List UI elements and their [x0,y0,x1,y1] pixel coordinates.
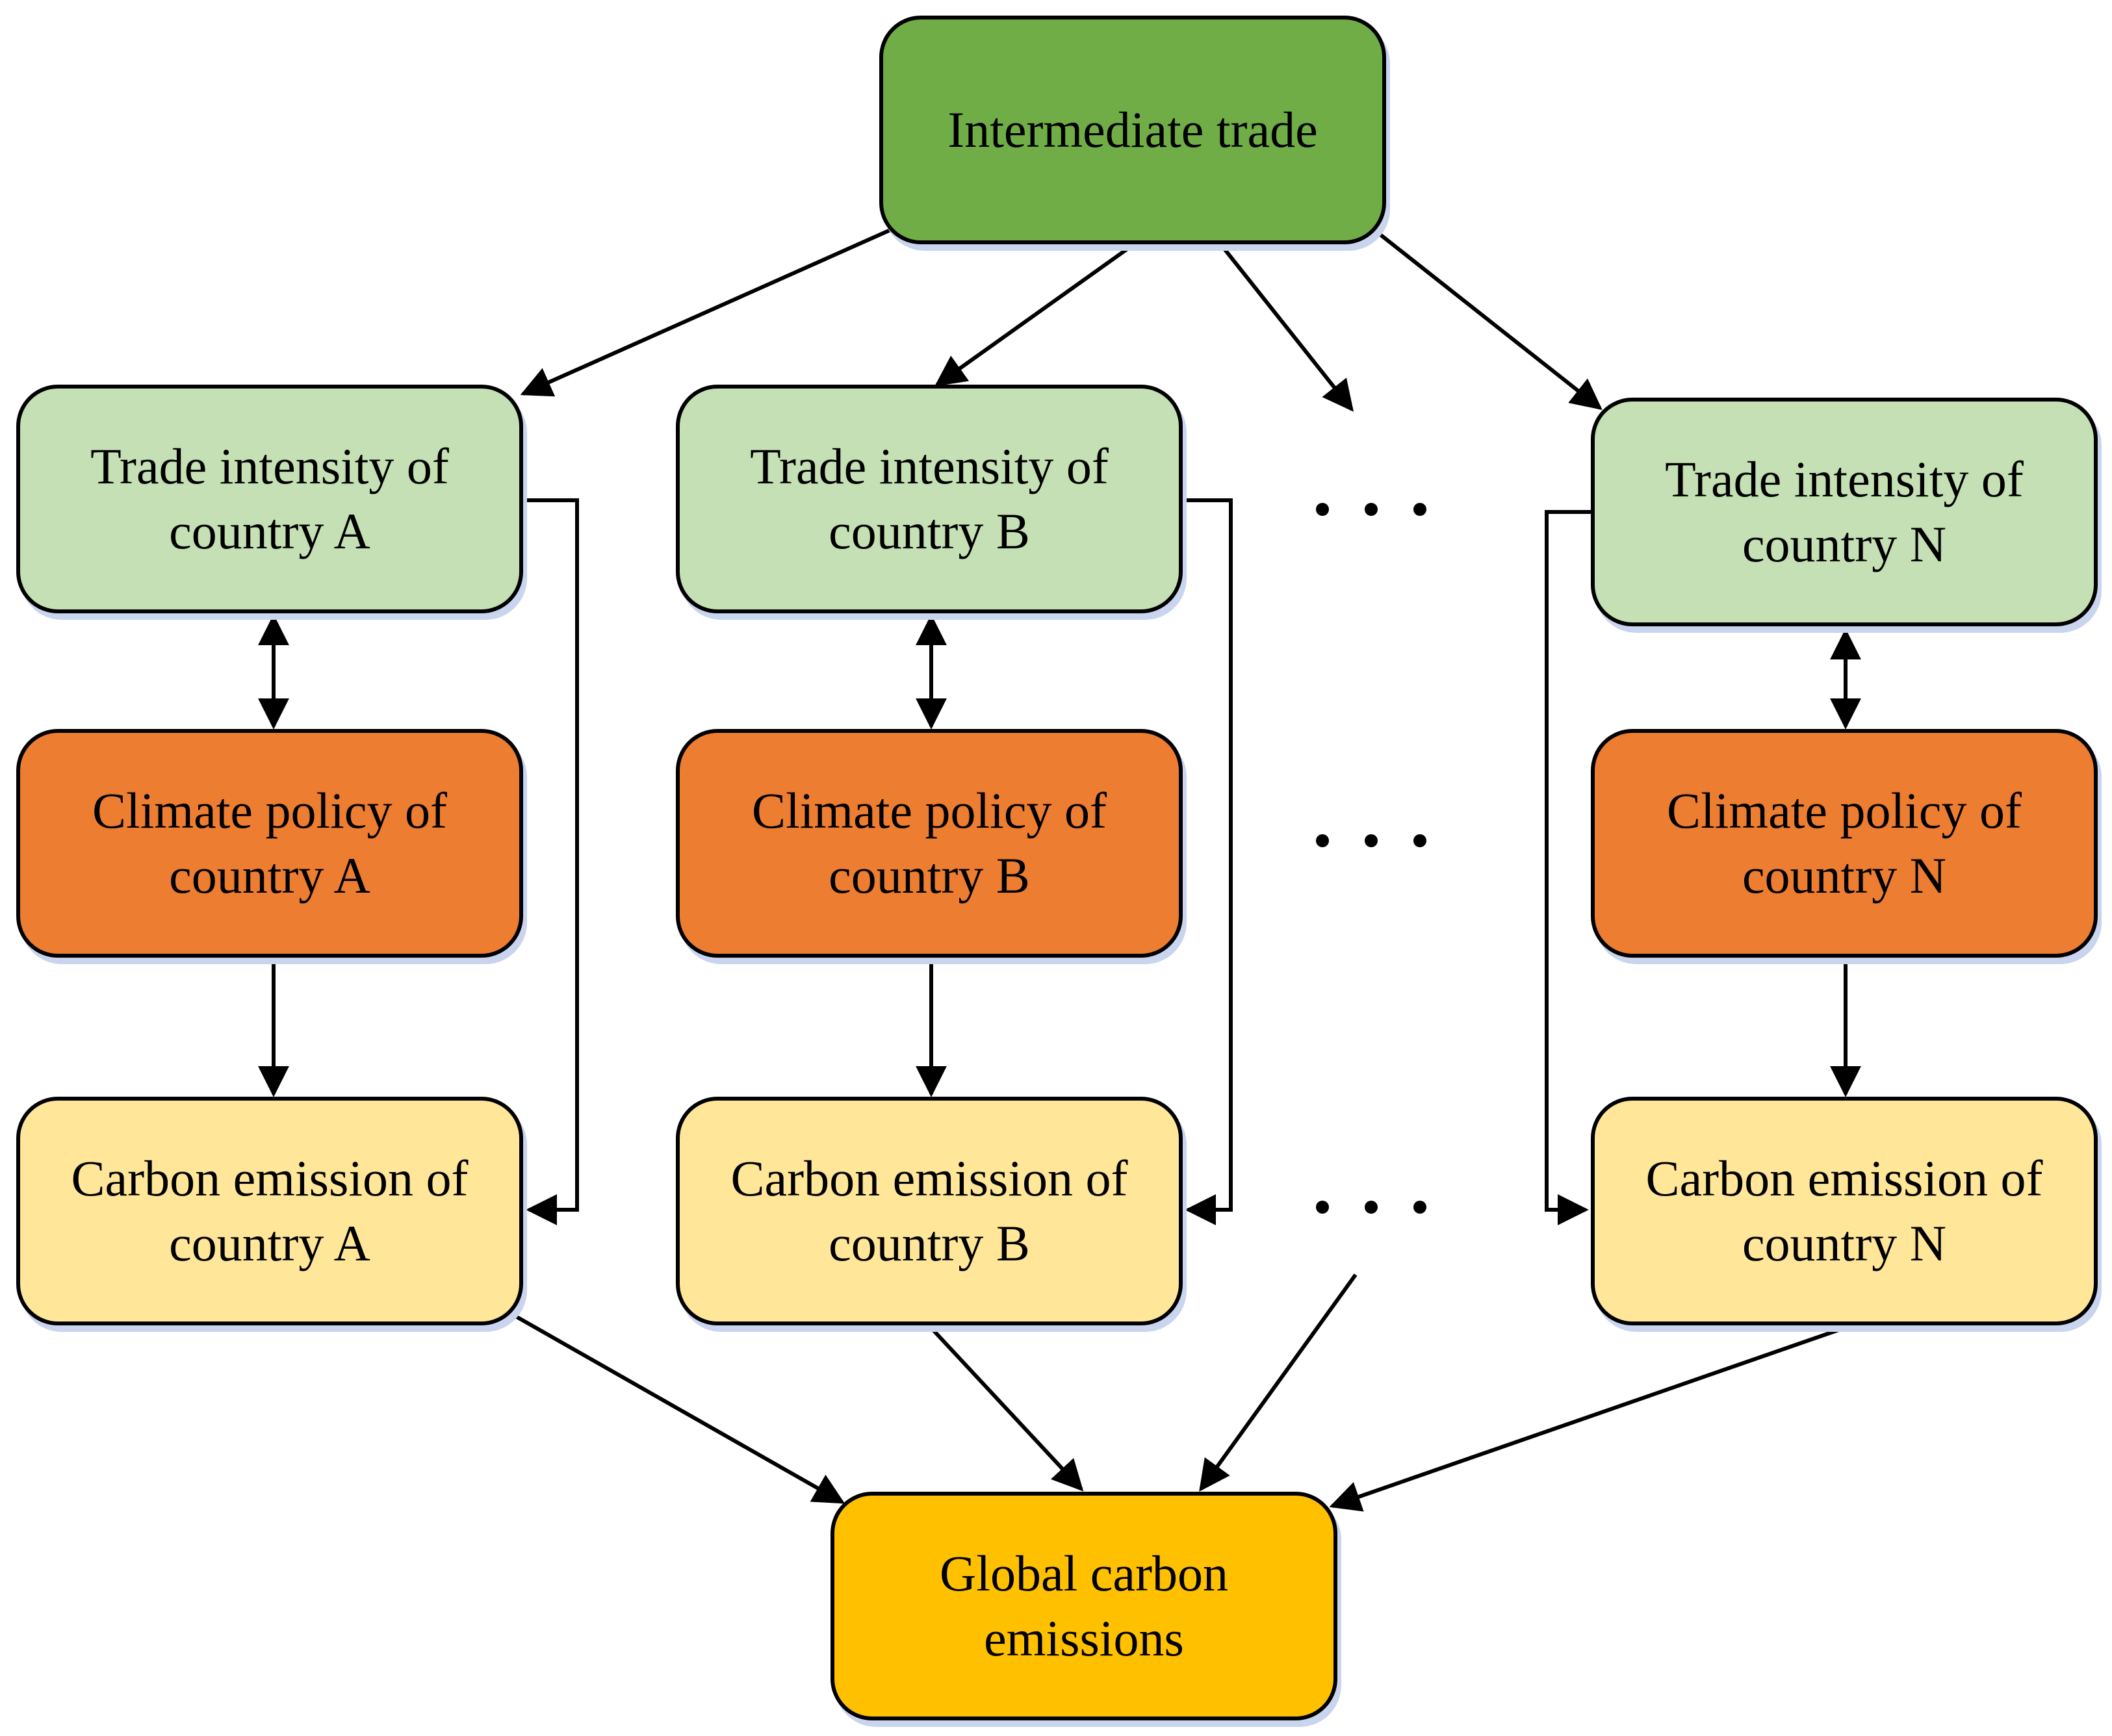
node-label: Intermediate trade [947,101,1318,158]
node-carbon-emission-a: Carbon emission of country A [16,1097,523,1325]
ellipsis-row-trade [1316,503,1426,516]
arrow-intermediate-to-ellipsis [1220,244,1354,412]
node-climate-policy-n: Climate policy of country N [1591,729,2098,958]
connector-trade-n-emission-n [1545,510,1591,1225]
ellipsis-dot [1413,1201,1426,1214]
ellipsis-dot [1413,503,1426,516]
arrow-emission-a-global [512,1313,845,1504]
node-label: Climate policy of country A [92,782,447,904]
node-label: Climate policy of country B [752,782,1107,904]
node-label: Carbon emission of country B [730,1150,1128,1271]
node-label: Carbon emission of country A [71,1150,469,1271]
arrow-intermediate-to-trade-a [520,228,892,397]
node-climate-policy-a: Climate policy of country A [16,729,523,958]
arrow-intermediate-to-trade-b [934,244,1133,387]
ellipsis-row-policy [1316,834,1426,847]
arrow-ellipsis-global [1199,1273,1358,1492]
node-global-carbon-emissions: Global carbon emissions [831,1492,1337,1720]
node-carbon-emission-b: Carbon emission of country B [676,1097,1183,1325]
node-label: Trade intensity of country A [90,438,449,559]
connector-trade-a-emission-a [523,498,579,1225]
ellipsis-dot [1365,503,1378,516]
ellipsis-dot [1316,1201,1329,1214]
arrow-intermediate-to-trade-n [1373,228,1603,410]
node-carbon-emission-n: Carbon emission of country N [1591,1097,2098,1325]
node-trade-intensity-a: Trade intensity of country A [16,385,523,613]
arrow-emission-n-global [1329,1326,1845,1512]
ellipsis-dot [1316,834,1329,847]
node-label: Trade intensity of country N [1665,451,2024,572]
node-label: Trade intensity of country B [750,438,1109,559]
arrow-emission-b-global [929,1326,1084,1492]
connector-trade-b-emission-b [1183,498,1233,1225]
node-label: Carbon emission of country N [1645,1150,2043,1271]
node-label: Global carbon emissions [939,1545,1228,1666]
ellipsis-dot [1413,834,1426,847]
node-climate-policy-b: Climate policy of country B [676,729,1183,958]
node-trade-intensity-n: Trade intensity of country N [1591,398,2098,626]
ellipsis-dot [1316,503,1329,516]
ellipsis-row-emission [1316,1201,1426,1214]
node-label: Climate policy of country N [1667,782,2022,904]
ellipsis-dot [1365,834,1378,847]
node-intermediate-trade: Intermediate trade [879,16,1386,244]
node-trade-intensity-b: Trade intensity of country B [676,385,1183,613]
ellipsis-dot [1365,1201,1378,1214]
